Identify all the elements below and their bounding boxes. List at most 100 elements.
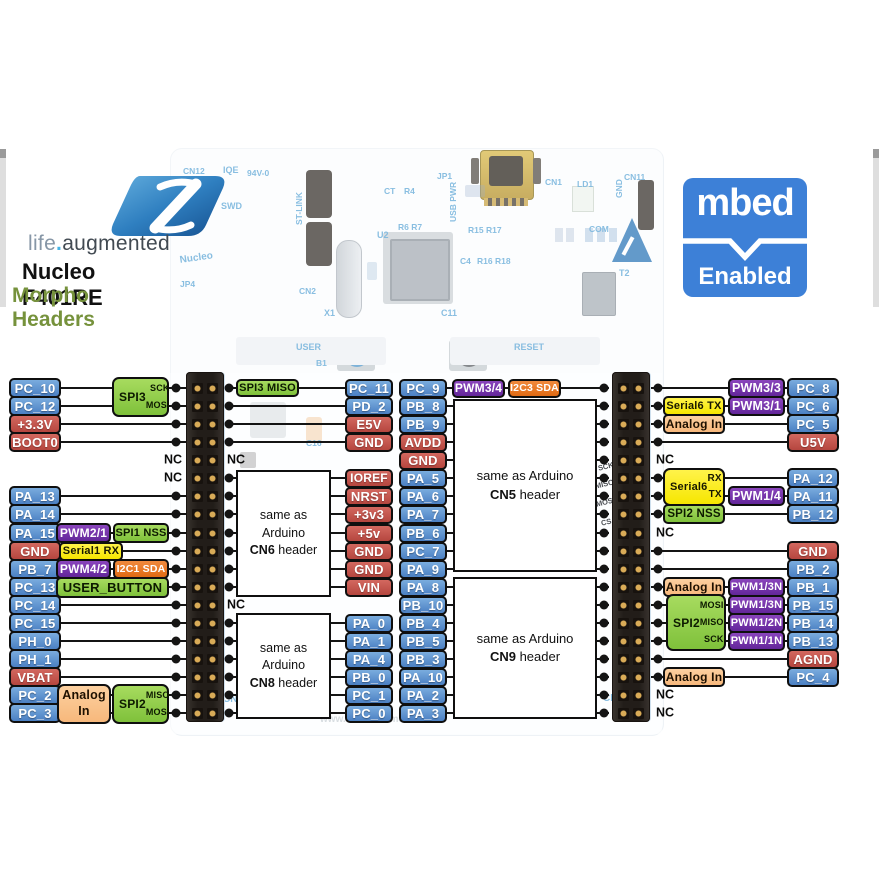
arduino-connector-name: CN5 bbox=[489, 486, 516, 502]
chip-spi1-nss: SPI1 NSS bbox=[113, 523, 169, 543]
chip-pc-15: PC_15 bbox=[9, 613, 61, 633]
group-main-label: SPI2 bbox=[119, 697, 146, 711]
pin-pad-cn10 bbox=[617, 617, 629, 629]
chip-agnd: AGND bbox=[787, 649, 839, 669]
chip-pb-4: PB_4 bbox=[399, 613, 447, 633]
pin-dot bbox=[171, 383, 181, 393]
mcu-chip bbox=[390, 239, 450, 301]
connection-line bbox=[222, 422, 350, 426]
chip-pa-1: PA_1 bbox=[345, 631, 393, 651]
pin-dot bbox=[224, 509, 234, 519]
pin-pad-cn7 bbox=[207, 563, 218, 575]
pin-pad-cn10 bbox=[617, 707, 629, 719]
arduino-box-text: Arduino bbox=[261, 658, 306, 673]
pin-dot bbox=[224, 437, 234, 447]
connection-line bbox=[55, 621, 188, 625]
chip-pa-3: PA_3 bbox=[399, 703, 447, 723]
chip-pc-0: PC_0 bbox=[345, 703, 393, 723]
pin-dot bbox=[171, 636, 181, 646]
group-sub-label-mosi: MOSI bbox=[145, 707, 170, 717]
chip-pc-1: PC_1 bbox=[345, 685, 393, 705]
pin-dot bbox=[599, 401, 609, 411]
pin-pad-cn7 bbox=[191, 671, 203, 683]
pin-pad-cn7 bbox=[207, 508, 218, 520]
pin-pad-cn10 bbox=[633, 436, 644, 448]
chip-pb-14: PB_14 bbox=[787, 613, 839, 633]
pin-pad-cn10 bbox=[633, 545, 644, 557]
pin-pad-cn7 bbox=[207, 527, 218, 539]
group-sub-label-sck: SCK bbox=[150, 383, 170, 393]
silkscreen-nucleo: Nucleo bbox=[179, 250, 214, 266]
nc-label: NC bbox=[656, 452, 675, 467]
pin-pad-cn10 bbox=[617, 472, 629, 484]
chip-pc-4: PC_4 bbox=[787, 667, 839, 687]
pin-dot bbox=[224, 672, 234, 682]
pin-dot bbox=[653, 654, 663, 664]
group-sub-label-rx: RX bbox=[707, 473, 722, 484]
pin-dot bbox=[653, 437, 663, 447]
chip-serial6-tx: Serial6 TX bbox=[663, 396, 725, 416]
led-ld1 bbox=[572, 186, 594, 212]
mbed-enabled-badge: mbed Enabled bbox=[683, 178, 807, 297]
pin-dot bbox=[224, 618, 234, 628]
chip-pd-2: PD_2 bbox=[345, 396, 393, 416]
pin-pad-cn7 bbox=[207, 599, 218, 611]
chip-pa-7: PA_7 bbox=[399, 504, 447, 524]
pin-dot bbox=[599, 419, 609, 429]
chip-pb-8: PB_8 bbox=[399, 396, 447, 416]
nc-label: NC bbox=[656, 687, 675, 702]
pin-dot bbox=[653, 564, 663, 574]
group-sub-label-miso: MISO bbox=[699, 617, 724, 627]
chip-boot0: BOOT0 bbox=[9, 432, 61, 452]
pin-pad-cn7 bbox=[207, 400, 218, 412]
chip-pb-5: PB_5 bbox=[399, 631, 447, 651]
pin-pad-cn10 bbox=[633, 653, 644, 665]
pin-dot bbox=[224, 690, 234, 700]
photo-edge-right bbox=[873, 149, 879, 307]
pin-dot bbox=[653, 636, 663, 646]
arduino-box-text: header bbox=[274, 675, 318, 690]
pin-dot bbox=[653, 401, 663, 411]
pin-pad-cn10 bbox=[633, 689, 644, 701]
crystal-oscillator bbox=[336, 240, 362, 318]
chip-pb-6: PB_6 bbox=[399, 523, 447, 543]
chip-pa-0: PA_0 bbox=[345, 613, 393, 633]
chip-pc-12: PC_12 bbox=[9, 396, 61, 416]
arduino-box-text: same as bbox=[259, 508, 308, 523]
chip-pc-14: PC_14 bbox=[9, 595, 61, 615]
arduino-connector-name: CN9 bbox=[489, 649, 516, 664]
pin-pad-cn10 bbox=[617, 563, 629, 575]
chip-gnd: GND bbox=[345, 541, 393, 561]
chip-pa-4: PA_4 bbox=[345, 649, 393, 669]
pin-pad-cn10 bbox=[617, 581, 629, 593]
pin-pad-cn7 bbox=[207, 454, 218, 466]
tagline-dot: . bbox=[56, 232, 63, 255]
chip-3v3: +3v3 bbox=[345, 504, 393, 524]
photo-edge-left bbox=[0, 149, 6, 307]
pin-dot bbox=[224, 473, 234, 483]
connection-line bbox=[222, 440, 350, 444]
cn11-header bbox=[638, 180, 654, 230]
chip-ioref: IOREF bbox=[345, 468, 393, 488]
connection-line bbox=[649, 549, 790, 553]
pin-dot bbox=[653, 672, 663, 682]
pin-dot bbox=[224, 564, 234, 574]
silkscreen-c11: C11 bbox=[441, 308, 458, 318]
pin-dot bbox=[653, 473, 663, 483]
pin-pad-cn10 bbox=[617, 545, 629, 557]
pin-dot bbox=[599, 654, 609, 664]
pin-pad-cn7 bbox=[207, 382, 218, 394]
usb-tab-right bbox=[533, 158, 541, 184]
pin-dot bbox=[599, 546, 609, 556]
pin-dot bbox=[599, 528, 609, 538]
pin-dot bbox=[171, 564, 181, 574]
arduino-box-text: header bbox=[274, 543, 318, 558]
pin-pad-cn10 bbox=[633, 508, 644, 520]
pin-dot bbox=[224, 383, 234, 393]
pin-dot bbox=[171, 528, 181, 538]
pin-pad-cn10 bbox=[633, 617, 644, 629]
silkscreen-st-link: ST-LINK bbox=[294, 191, 304, 225]
pin-pad-cn7 bbox=[207, 418, 218, 430]
